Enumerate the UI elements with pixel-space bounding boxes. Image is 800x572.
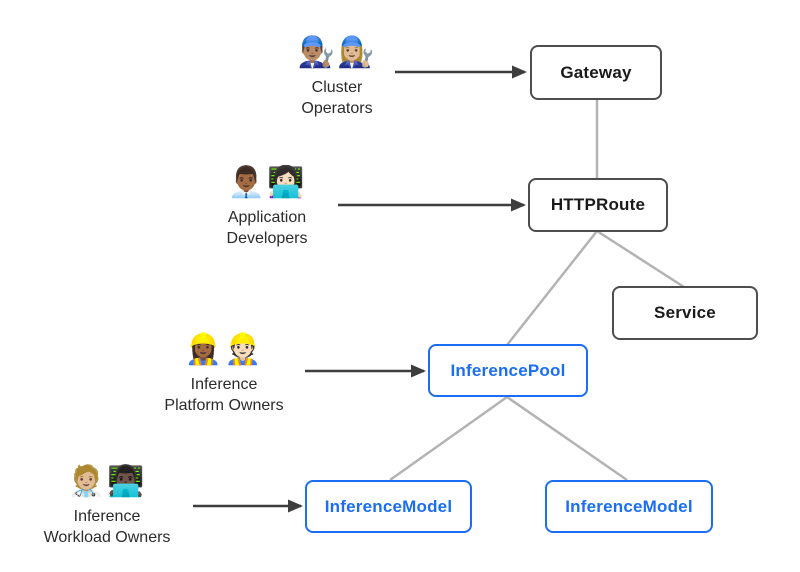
node-inferencepool: InferencePool [428, 344, 588, 397]
persona-inference-platform-owners: 👷🏾‍♀️👷🏻 Inference Platform Owners [134, 333, 314, 416]
edge-httproute-inferencepool [506, 230, 598, 346]
persona-label: Inference [190, 375, 258, 393]
edge-inferencepool-inferencemodel-1 [389, 395, 508, 482]
persona-label: Application [227, 208, 307, 226]
persona-label: Platform Owners [164, 396, 284, 414]
persona-label: Operators [301, 99, 373, 117]
cluster-operators-emoji: 👨🏽‍🔧👩🏼‍🔧 [297, 36, 377, 69]
node-httproute-label: HTTPRoute [550, 195, 646, 214]
persona-label: Workload Owners [43, 528, 171, 546]
persona-label: Developers [226, 229, 308, 247]
persona-label: Cluster [311, 78, 363, 96]
persona-inference-workload-owners: 🧑🏼‍⚕️👨🏿‍💻 Inference Workload Owners [17, 465, 197, 548]
node-service-label: Service [654, 303, 716, 322]
node-inferencemodel-2-label: InferenceModel [565, 496, 693, 516]
inference-platform-owners-emoji: 👷🏾‍♀️👷🏻 [184, 333, 264, 366]
inference-workload-owners-emoji: 🧑🏼‍⚕️👨🏿‍💻 [67, 465, 147, 498]
node-gateway: Gateway [530, 45, 662, 100]
persona-label: Inference [73, 507, 141, 525]
node-gateway-label: Gateway [560, 62, 632, 82]
node-inferencemodel-1-label: InferenceModel [324, 496, 453, 516]
edge-httproute-service [596, 229, 685, 289]
node-inferencepool-label: InferencePool [450, 360, 566, 380]
node-service: Service [612, 286, 758, 340]
persona-application-developers: 👨🏾‍💼👩🏻‍💻 Application Developers [200, 166, 334, 249]
persona-cluster-operators: 👨🏽‍🔧👩🏼‍🔧 Cluster Operators [270, 36, 404, 119]
node-httproute: HTTPRoute [528, 178, 668, 232]
node-inferencemodel-1: InferenceModel [305, 480, 472, 533]
node-inferencemodel-2: InferenceModel [545, 480, 713, 533]
edge-inferencepool-inferencemodel-2 [506, 395, 628, 482]
application-developers-emoji: 👨🏾‍💼👩🏻‍💻 [227, 166, 307, 199]
